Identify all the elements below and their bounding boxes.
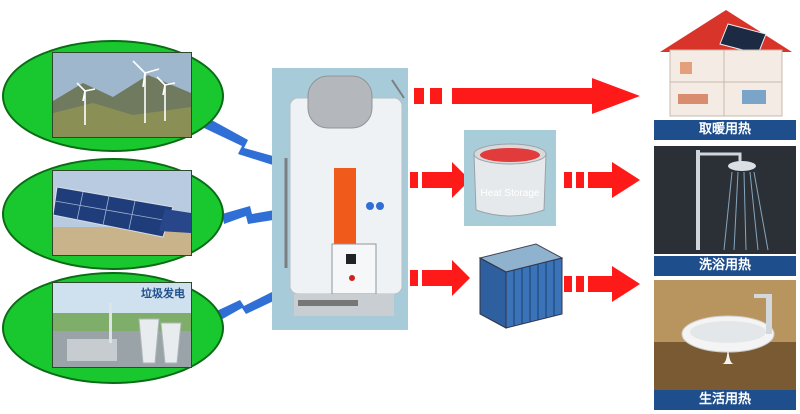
arrow-to-container (422, 260, 470, 296)
arrow-to-bathing (588, 162, 640, 198)
solar-farm-photo (52, 170, 192, 256)
heating-label: 取暖用热 (654, 120, 796, 140)
container-storage-panel (474, 238, 566, 332)
power-plant-photo: 垃圾发电 (52, 282, 192, 368)
power-plant-icon (53, 283, 191, 367)
electric-boiler-icon (272, 68, 408, 330)
wind-turbine-icon (53, 53, 191, 137)
house-icon (654, 4, 796, 120)
living-photo (654, 280, 796, 390)
arrow-dash (430, 88, 442, 104)
sink-icon (654, 280, 796, 390)
boiler-panel (272, 68, 408, 330)
arrow-to-storage (422, 162, 470, 198)
power-plant-caption: 垃圾发电 (141, 287, 185, 300)
arrow-dash (410, 172, 418, 188)
arrow-dash (414, 88, 424, 104)
arrow-to-living (588, 266, 640, 302)
heat-storage-tank-icon (464, 130, 556, 226)
lightning-bolt-icon (206, 288, 284, 326)
solar-panel-icon (53, 171, 191, 255)
arrow-to-heating (452, 78, 640, 114)
arrow-dash (576, 172, 584, 188)
living-label: 生活用热 (654, 390, 796, 410)
bathing-label: 洗浴用热 (654, 256, 796, 276)
arrow-dash (410, 270, 418, 286)
shower-icon (654, 146, 796, 254)
arrow-dash (576, 276, 584, 292)
lightning-bolt-icon (222, 206, 286, 224)
arrow-dash (564, 276, 572, 292)
storage-container-icon (478, 243, 564, 329)
arrow-dash (564, 172, 572, 188)
lightning-bolt-icon (204, 118, 280, 166)
heat-storage-panel: Heat Storage (464, 130, 556, 226)
heat-storage-label: Heat Storage (480, 188, 540, 199)
heating-photo (654, 4, 796, 120)
wind-farm-photo (52, 52, 192, 138)
bathing-photo (654, 146, 796, 254)
